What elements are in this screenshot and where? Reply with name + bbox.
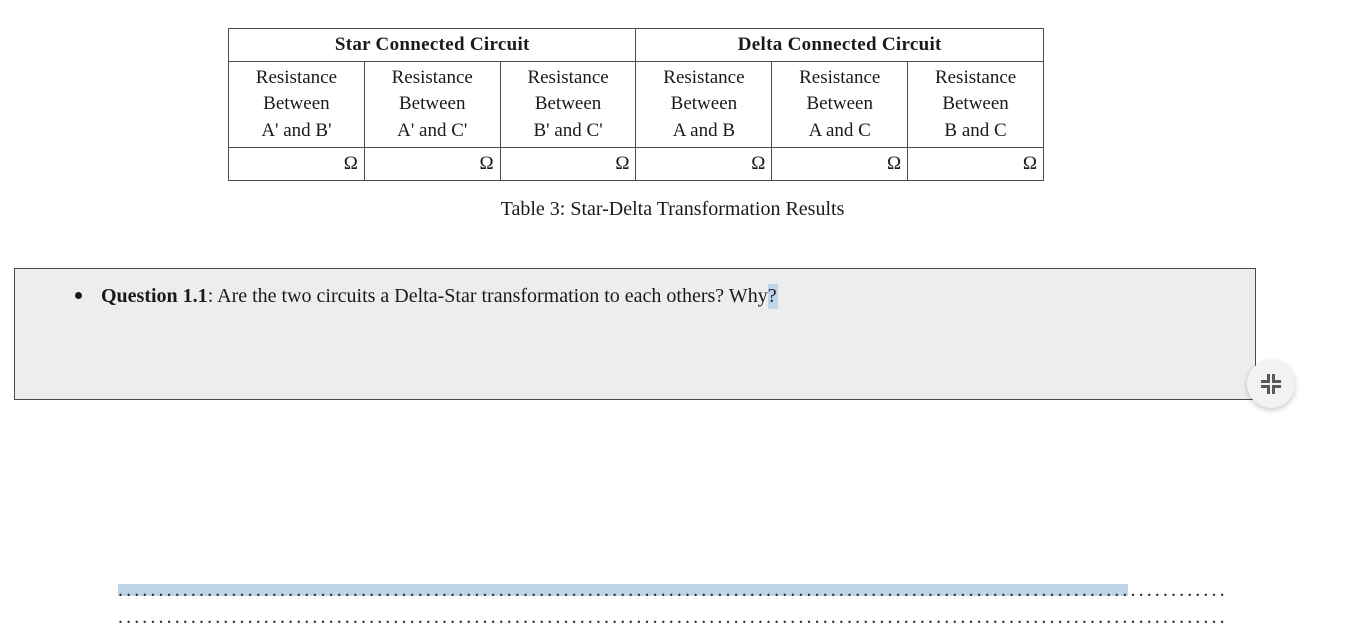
col-head-line1: Resistance bbox=[255, 67, 338, 89]
value-cell-a-prime-b-prime[interactable]: Ω bbox=[228, 146, 365, 182]
group-header-delta: Delta Connected Circuit bbox=[635, 27, 1044, 63]
col-head-line2: Between bbox=[806, 93, 873, 115]
bullet-icon bbox=[75, 292, 82, 299]
column-header-b-prime-c-prime: Resistance Between B' and C' bbox=[499, 61, 637, 148]
table-group-header-row: Star Connected Circuit Delta Connected C… bbox=[227, 27, 1044, 63]
value-cell-a-b[interactable]: Ω bbox=[635, 146, 773, 182]
question-label: Question 1.1 bbox=[101, 285, 208, 307]
star-delta-results-table: Star Connected Circuit Delta Connected C… bbox=[227, 27, 1044, 182]
question-list: Question 1.1: Are the two circuits a Del… bbox=[15, 269, 1255, 310]
col-head-line3: A' and B' bbox=[261, 119, 332, 141]
col-head-line2: Between bbox=[534, 93, 602, 115]
value-cell-b-prime-c-prime[interactable]: Ω bbox=[499, 146, 637, 182]
question-text: Are the two circuits a Delta-Star transf… bbox=[217, 285, 768, 307]
answer-line-1-dots: ........................................… bbox=[118, 583, 1225, 597]
col-head-line1: Resistance bbox=[799, 67, 881, 89]
table-column-header-row: Resistance Between A' and B' Resistance … bbox=[228, 61, 1044, 148]
col-head-line3: B and C bbox=[944, 119, 1007, 141]
collapse-corner-bottom-left bbox=[1261, 385, 1270, 394]
list-item: Question 1.1: Are the two circuits a Del… bbox=[15, 283, 1255, 310]
collapse-corner-top-right bbox=[1272, 374, 1281, 383]
collapse-corner-top-left bbox=[1261, 374, 1270, 383]
table-caption: Table 3: Star-Delta Transformation Resul… bbox=[500, 198, 845, 220]
collapse-corner-bottom-right bbox=[1272, 385, 1281, 394]
column-header-a-c: Resistance Between A and C bbox=[771, 61, 909, 148]
column-header-b-c: Resistance Between B and C bbox=[907, 61, 1044, 148]
col-head-line1: Resistance bbox=[391, 67, 473, 89]
column-header-a-prime-b-prime: Resistance Between A' and B' bbox=[228, 61, 365, 148]
col-head-line3: A and C bbox=[808, 119, 871, 141]
question-box: Question 1.1: Are the two circuits a Del… bbox=[14, 268, 1256, 624]
col-head-line3: A and B bbox=[672, 119, 736, 141]
col-head-line1: Resistance bbox=[663, 67, 745, 89]
value-cell-b-c[interactable]: Ω bbox=[907, 146, 1044, 182]
col-head-line2: Between bbox=[942, 93, 1009, 115]
column-header-a-b: Resistance Between A and B bbox=[635, 61, 773, 148]
answer-line-1[interactable]: ........................................… bbox=[118, 583, 1225, 597]
question-separator: : bbox=[207, 285, 218, 307]
column-header-a-prime-c-prime: Resistance Between A' and C' bbox=[363, 61, 501, 148]
answer-line-2[interactable]: ........................................… bbox=[118, 610, 1225, 624]
col-head-line2: Between bbox=[399, 93, 466, 115]
col-head-line2: Between bbox=[263, 93, 330, 115]
group-header-star: Star Connected Circuit bbox=[227, 27, 637, 63]
col-head-line1: Resistance bbox=[527, 67, 609, 89]
collapse-button[interactable] bbox=[1247, 360, 1295, 408]
collapse-arrows-icon bbox=[1261, 374, 1281, 394]
col-head-line2: Between bbox=[670, 93, 738, 115]
selected-text-highlight[interactable]: ? bbox=[767, 284, 778, 309]
value-cell-a-prime-c-prime[interactable]: Ω bbox=[363, 146, 501, 182]
col-head-line3: A' and C' bbox=[397, 119, 468, 141]
col-head-line3: B' and C' bbox=[533, 119, 603, 141]
answer-line-2-dots: ........................................… bbox=[118, 610, 1225, 624]
col-head-line1: Resistance bbox=[934, 67, 1017, 89]
value-cell-a-c[interactable]: Ω bbox=[771, 146, 909, 182]
table-value-row: Ω Ω Ω Ω Ω Ω bbox=[228, 146, 1044, 182]
